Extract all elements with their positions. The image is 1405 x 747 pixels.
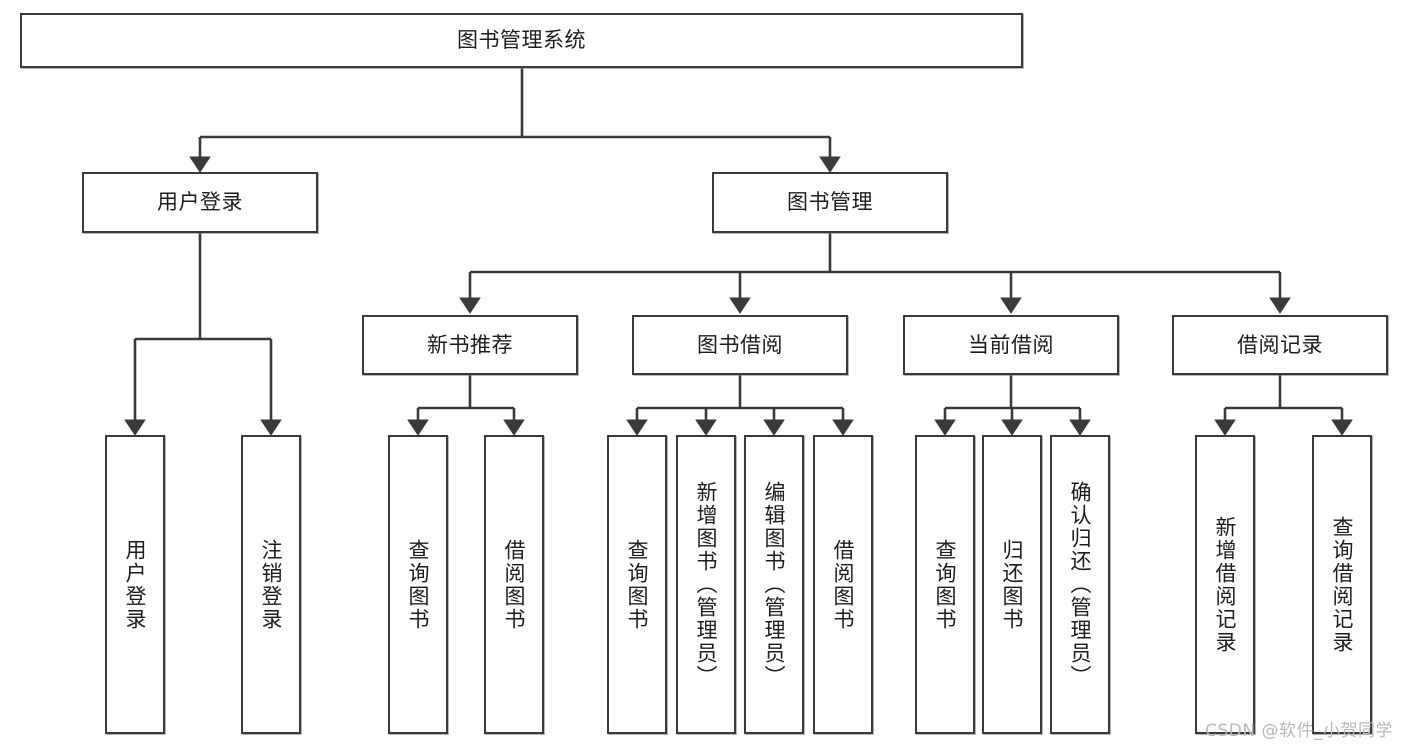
- node-book-borrow[interactable]: 图书借阅: [632, 315, 848, 375]
- node-label: 新增借阅记录: [1213, 515, 1238, 654]
- node-label: 用户登录: [123, 538, 148, 631]
- node-current-borrow[interactable]: 当前借阅: [903, 315, 1119, 375]
- node-label: 借阅图书: [502, 538, 527, 631]
- node-label: 图书管理系统: [457, 28, 586, 53]
- node-leaf-add-book[interactable]: 新增图书（管理员）: [676, 435, 736, 734]
- node-leaf-edit-book[interactable]: 编辑图书（管理员）: [744, 435, 804, 734]
- node-label: 图书借阅: [697, 332, 783, 357]
- node-book-manage[interactable]: 图书管理: [712, 172, 948, 233]
- node-leaf-query-book-2[interactable]: 查询图书: [607, 435, 667, 734]
- node-label: 确认归还（管理员）: [1068, 481, 1093, 688]
- node-label: 注销登录: [259, 538, 284, 631]
- node-leaf-borrow-book-2[interactable]: 借阅图书: [813, 435, 873, 734]
- node-label: 用户登录: [157, 190, 243, 215]
- node-label: 归还图书: [1000, 538, 1025, 631]
- node-label: 查询图书: [406, 538, 431, 631]
- node-root-system[interactable]: 图书管理系统: [20, 13, 1023, 68]
- node-leaf-query-record[interactable]: 查询借阅记录: [1312, 435, 1372, 734]
- node-label: 新增图书（管理员）: [694, 481, 719, 688]
- node-leaf-borrow-book-1[interactable]: 借阅图书: [484, 435, 544, 734]
- node-label: 借阅图书: [831, 538, 856, 631]
- node-label: 新书推荐: [427, 332, 513, 357]
- node-label: 查询借阅记录: [1330, 515, 1355, 654]
- node-leaf-user-login[interactable]: 用户登录: [105, 435, 165, 734]
- node-label: 借阅记录: [1237, 332, 1323, 357]
- node-leaf-return-book[interactable]: 归还图书: [982, 435, 1042, 734]
- node-leaf-add-record[interactable]: 新增借阅记录: [1195, 435, 1255, 734]
- node-leaf-user-logout[interactable]: 注销登录: [241, 435, 301, 734]
- node-leaf-query-book-3[interactable]: 查询图书: [915, 435, 975, 734]
- node-label: 查询图书: [933, 538, 958, 631]
- node-label: 当前借阅: [968, 332, 1054, 357]
- csdn-watermark: CSDN @软件_小贺同学: [1205, 721, 1393, 741]
- node-label: 查询图书: [625, 538, 650, 631]
- node-leaf-confirm-return[interactable]: 确认归还（管理员）: [1050, 435, 1110, 734]
- node-new-book-rec[interactable]: 新书推荐: [362, 315, 578, 375]
- node-label: 图书管理: [787, 190, 873, 215]
- node-user-login[interactable]: 用户登录: [82, 172, 318, 233]
- node-borrow-record[interactable]: 借阅记录: [1172, 315, 1388, 375]
- node-label: 编辑图书（管理员）: [762, 481, 787, 688]
- node-leaf-query-book-1[interactable]: 查询图书: [388, 435, 448, 734]
